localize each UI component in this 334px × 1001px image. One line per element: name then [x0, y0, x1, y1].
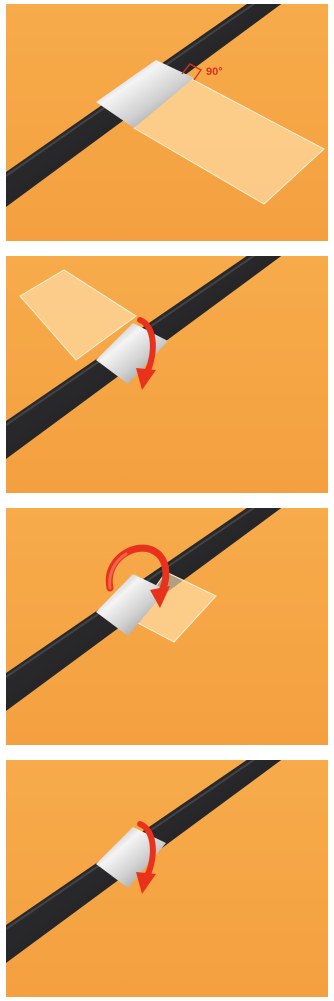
panel-background	[6, 760, 328, 997]
step-2-illustration	[6, 256, 328, 493]
step-1-panel: 90°	[6, 4, 328, 241]
step-3-panel	[6, 508, 328, 745]
step-4-panel	[6, 760, 328, 997]
angle-annotation: 90°	[206, 66, 223, 78]
step-4-illustration	[6, 760, 328, 997]
step-3-illustration	[6, 508, 328, 745]
step-2-panel	[6, 256, 328, 493]
step-1-illustration: 90°	[6, 4, 328, 241]
